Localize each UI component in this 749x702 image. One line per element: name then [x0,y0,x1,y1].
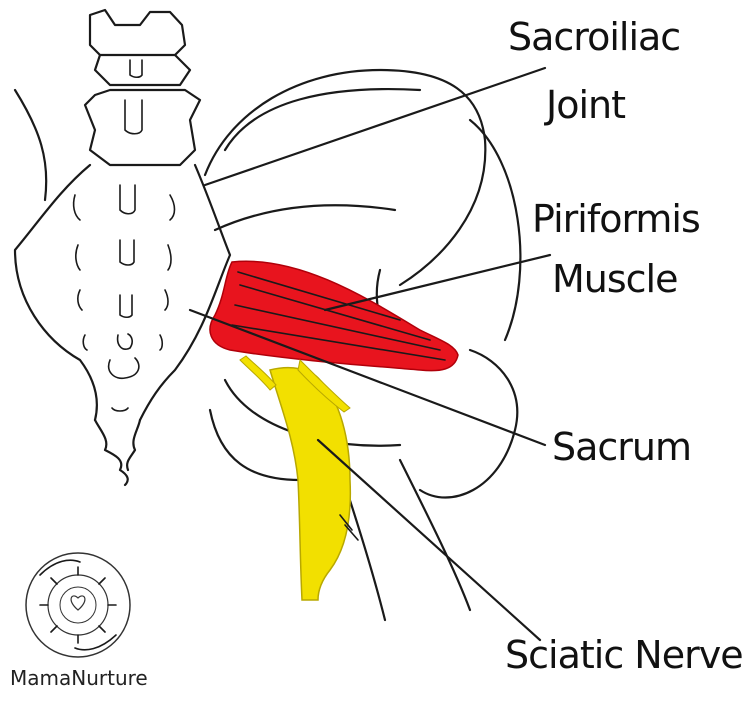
label-sacroiliac-2: Joint [544,83,625,127]
piriformis-muscle [209,260,459,372]
label-sacrum: Sacrum [552,425,691,469]
leader-sacroiliac [203,66,547,187]
leader-lines [188,66,552,642]
label-sciatic-nerve: Sciatic Nerve [505,633,743,677]
logo-text: MamaNurture [10,666,148,690]
label-piriformis-1: Piriformis [532,197,700,241]
mamanurture-logo: MamaNurture [10,552,148,690]
leader-piriformis [323,253,552,312]
label-piriformis-2: Muscle [552,257,678,301]
leader-sacrum [188,308,547,447]
leader-sciatic [316,438,542,642]
sacrum-bone [13,8,232,487]
label-sacroiliac-1: Sacroiliac [508,15,680,59]
heart-icon [70,595,86,611]
sciatic-nerve [239,355,359,601]
